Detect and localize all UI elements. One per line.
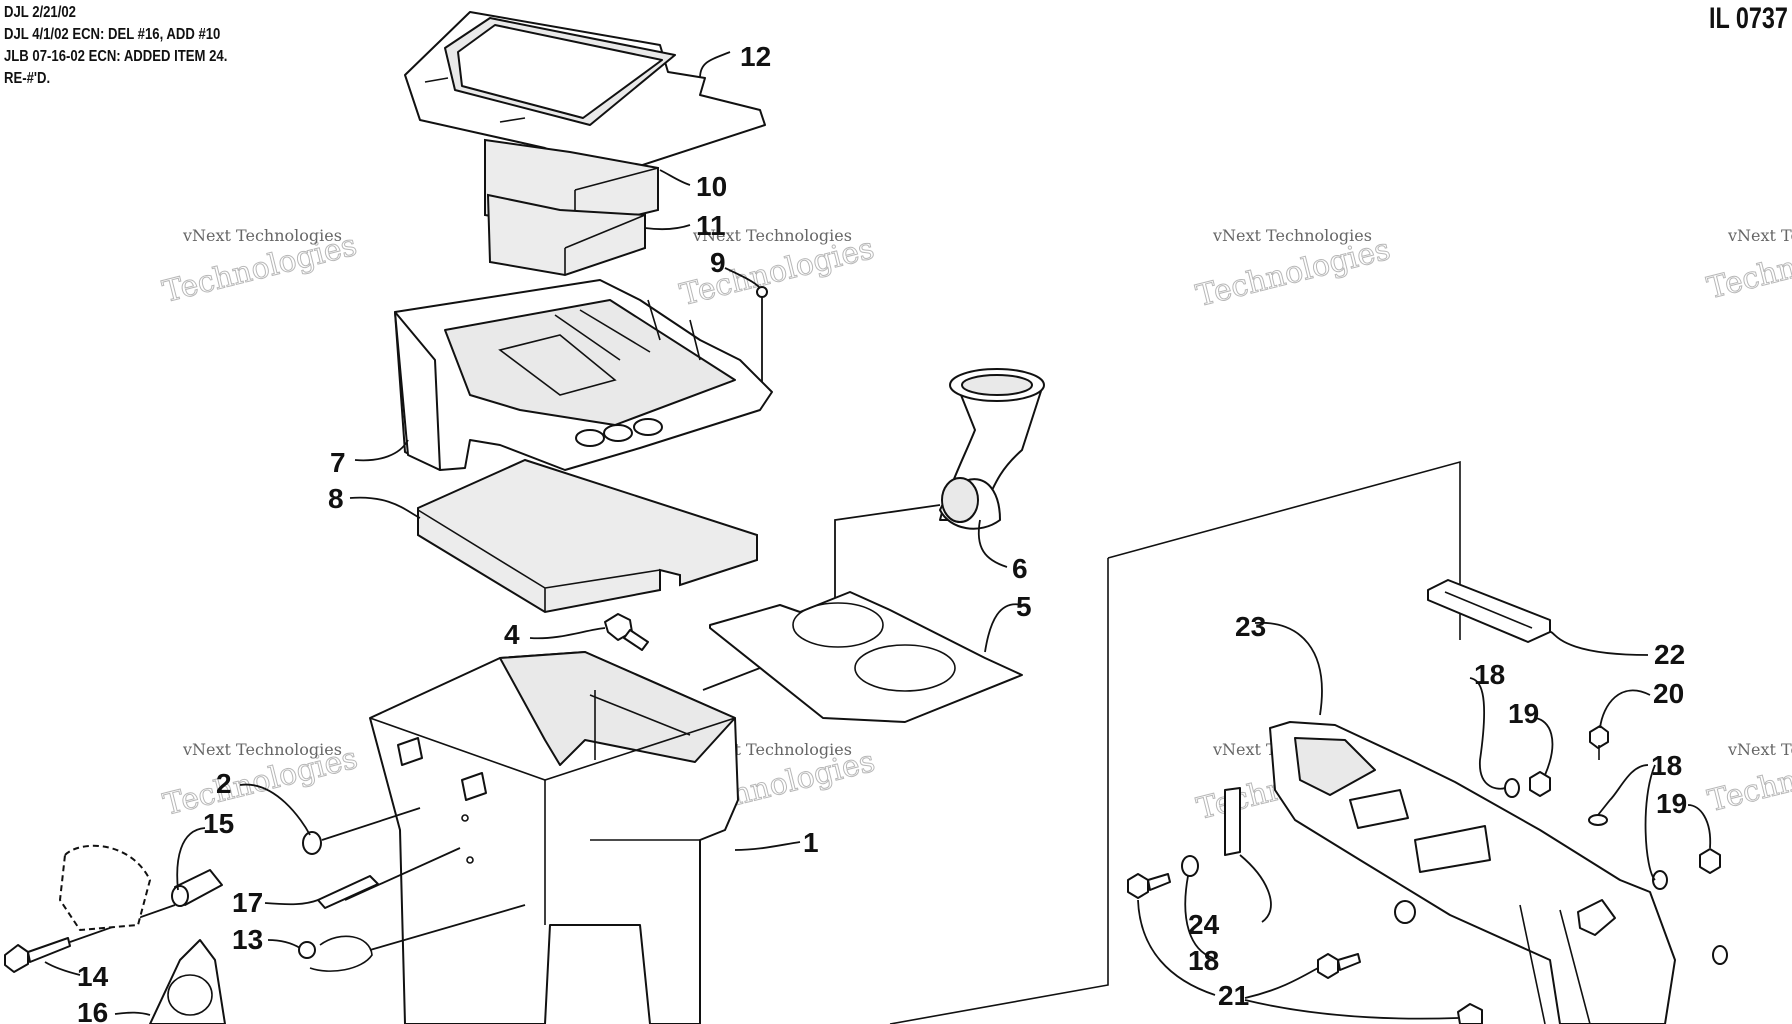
callout-11: 11 (696, 210, 726, 241)
part-2-grommet (302, 807, 421, 855)
part-8-foam-pad (417, 458, 758, 614)
callout-22: 22 (1654, 639, 1685, 670)
callout-18: 18 (1651, 750, 1682, 781)
illustration-id: IL 0737 (1708, 2, 1788, 35)
watermark-small: vNext Technologies (1212, 226, 1372, 245)
revision-note: DJL 2/21/02 (4, 4, 76, 21)
revision-notes: DJL 2/21/02 DJL 4/1/02 ECN: DEL #16, ADD… (4, 2, 227, 90)
callout-leaders (44, 51, 1712, 1020)
callout-23: 23 (1235, 611, 1266, 642)
part-23-duct (1269, 721, 1676, 1024)
callout-8: 8 (328, 483, 344, 514)
part-22-seal (1427, 579, 1551, 643)
part-20-bolt (1589, 725, 1609, 760)
part-7-intake-housing (394, 279, 773, 471)
callout-19: 19 (1508, 698, 1539, 729)
callout-24: 24 (1188, 909, 1220, 940)
callout-2: 2 (216, 768, 232, 799)
part-12-lid (404, 11, 766, 176)
callout-12: 12 (740, 41, 771, 72)
watermark-small: vNext Technologies (182, 226, 342, 245)
revision-note: RE-#'D. (4, 70, 51, 87)
part-17-clip (317, 847, 461, 909)
callout-9: 9 (710, 247, 726, 278)
part-16-housing-bracket (59, 844, 226, 1024)
revision-note: JLB 07-16-02 ECN: ADDED ITEM 24. (4, 48, 228, 65)
part-5-gasket-plate (702, 591, 1023, 723)
part-13-hose-clamp (298, 904, 526, 972)
callout-21: 21 (1218, 980, 1249, 1011)
watermark-small: vNext Technologies (1727, 226, 1792, 245)
callout-5: 5 (1016, 591, 1032, 622)
callout-17: 17 (232, 887, 263, 918)
part-11-filter (486, 193, 646, 277)
callout-6: 6 (1012, 553, 1028, 584)
part-21-bolt (1127, 873, 1483, 1024)
callout-7: 7 (330, 447, 346, 478)
callout-15: 15 (203, 808, 234, 839)
watermark-small: vNext Technologies (692, 226, 852, 245)
revision-note: DJL 4/1/02 ECN: DEL #16, ADD #10 (4, 26, 221, 43)
callout-10: 10 (696, 171, 727, 202)
callout-16: 16 (77, 997, 108, 1024)
callout-13: 13 (232, 924, 263, 955)
callout-4: 4 (504, 619, 520, 650)
callout-18: 18 (1188, 945, 1219, 976)
detail-frame (889, 460, 1461, 1024)
callout-18: 18 (1474, 659, 1505, 690)
callout-1: 1 (803, 827, 819, 858)
callout-20: 20 (1653, 678, 1684, 709)
part-19-nut (1529, 771, 1721, 874)
callout-19: 19 (1656, 788, 1687, 819)
part-18-washer (1181, 778, 1728, 965)
watermark-small: vNext Technologies (1727, 740, 1792, 759)
part-24-strap (1224, 787, 1241, 856)
callout-numbers: 12 10 11 9 7 8 6 5 4 1 2 15 17 13 14 16 … (77, 41, 1687, 1024)
part-9-screw (756, 286, 768, 388)
part-15-spacer (171, 869, 223, 907)
part-4-fastener (604, 613, 649, 651)
callout-14: 14 (77, 961, 109, 992)
part-6-elbow-tube (834, 368, 1045, 620)
part-1-airbox (369, 651, 739, 1024)
watermark-small: vNext Technologies (182, 740, 342, 759)
